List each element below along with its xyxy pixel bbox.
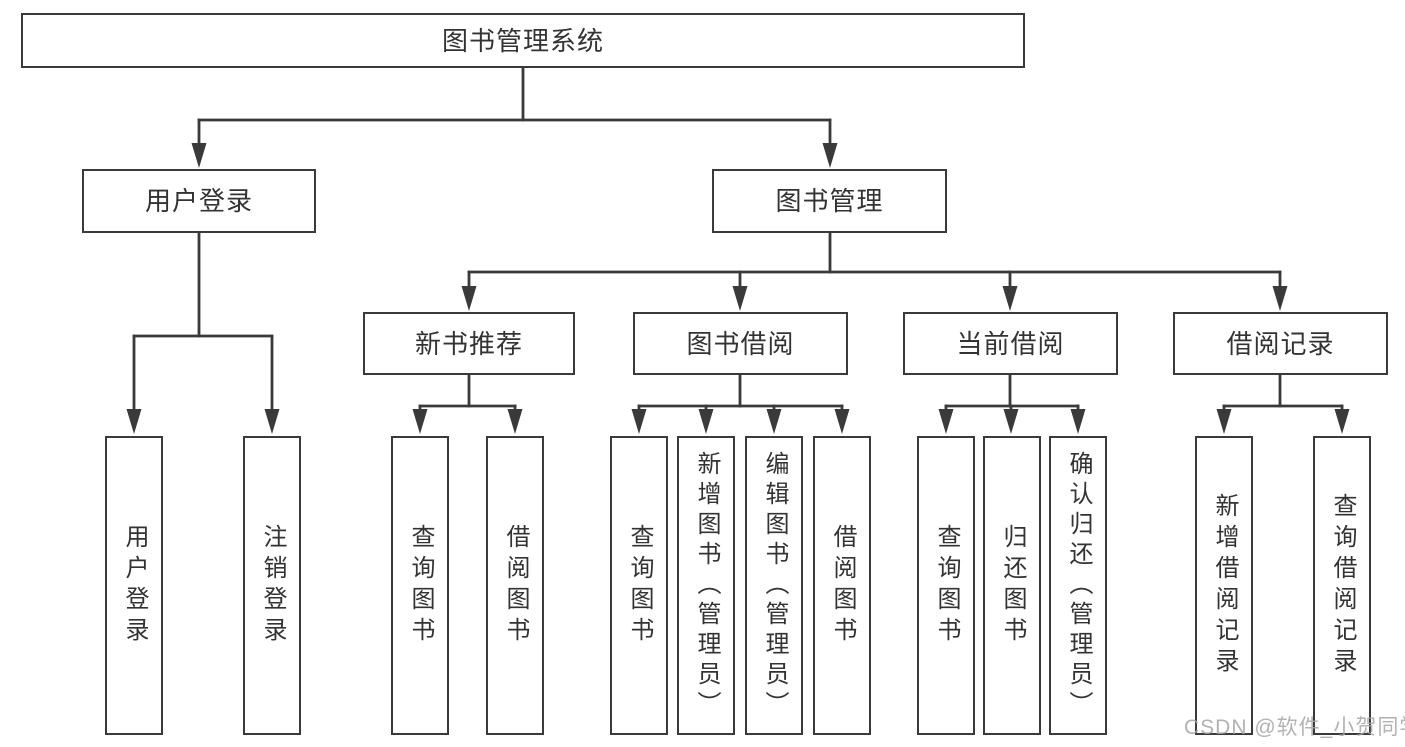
- arrowhead: [732, 286, 748, 311]
- node-leaf-user-login: 用户登录: [105, 436, 163, 735]
- connector-borrowing-records-to-children: [1216, 373, 1350, 434]
- arrowhead: [412, 409, 428, 434]
- node-leaf-search-books-current: 查询图书: [917, 436, 975, 735]
- node-leaf-return-books: 归还图书: [983, 436, 1041, 735]
- arrowhead: [698, 409, 714, 434]
- connector-root-to-level1: [191, 66, 838, 168]
- arrowhead: [1272, 286, 1288, 311]
- node-leaf-logout: 注销登录: [243, 436, 301, 735]
- connector-current-borrowing-to-children: [938, 373, 1086, 434]
- node-leaf-search-books-recommend: 查询图书: [391, 436, 449, 735]
- arrowhead: [1070, 409, 1086, 434]
- node-leaf-borrow-books-borrowing: 借阅图书: [813, 436, 871, 735]
- node-leaf-search-borrow-record: 查询借阅记录: [1313, 436, 1371, 735]
- arrowhead: [191, 143, 207, 168]
- node-borrowing-records: 借阅记录: [1173, 312, 1388, 375]
- arrowhead: [507, 409, 523, 434]
- arrowhead: [1003, 409, 1019, 434]
- arrowhead: [1002, 286, 1018, 311]
- node-leaf-add-books-admin: 新增图书（管理员）: [677, 436, 735, 735]
- node-current-borrowing: 当前借阅: [903, 312, 1118, 375]
- arrowhead: [1334, 409, 1350, 434]
- arrowhead: [461, 286, 477, 311]
- connector-book-borrowing-to-children: [631, 373, 850, 434]
- node-leaf-confirm-return-admin: 确认归还（管理员）: [1049, 436, 1107, 735]
- arrowhead: [264, 409, 280, 434]
- arrowhead: [766, 409, 782, 434]
- arrowhead: [938, 409, 954, 434]
- node-leaf-add-borrow-record: 新增借阅记录: [1195, 436, 1253, 735]
- connector-book-management-to-sections: [461, 231, 1288, 311]
- node-library-management-system: 图书管理系统: [21, 13, 1025, 68]
- connector-user-login-to-children: [126, 231, 280, 434]
- arrowhead: [834, 409, 850, 434]
- connector-new-book-recommend-to-children: [412, 373, 523, 434]
- arrowhead: [1216, 409, 1232, 434]
- node-book-management: 图书管理: [712, 169, 947, 233]
- node-book-borrowing: 图书借阅: [633, 312, 848, 375]
- arrowhead: [631, 409, 647, 434]
- arrowhead: [822, 143, 838, 168]
- node-user-login: 用户登录: [82, 169, 316, 233]
- node-leaf-edit-books-admin: 编辑图书（管理员）: [745, 436, 803, 735]
- node-leaf-search-books-borrowing: 查询图书: [610, 436, 668, 735]
- csdn-watermark: CSDN @软件_小贺同学: [1184, 716, 1405, 739]
- arrowhead: [126, 409, 142, 434]
- node-leaf-borrow-books-recommend: 借阅图书: [486, 436, 544, 735]
- node-new-book-recommend: 新书推荐: [363, 312, 575, 375]
